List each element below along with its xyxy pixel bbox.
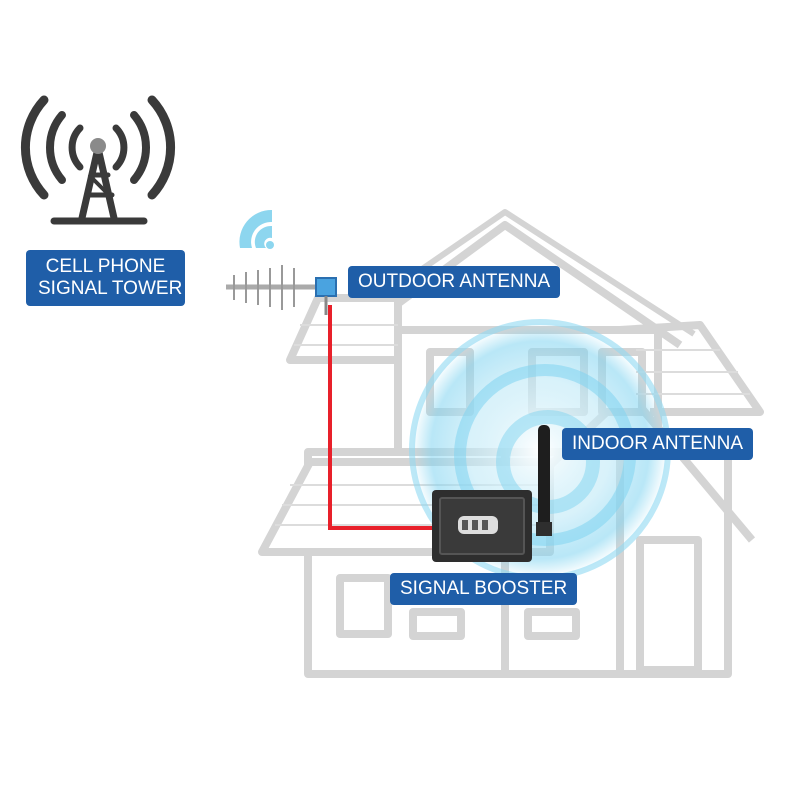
tower-label-line-2: SIGNAL TOWER (38, 278, 183, 299)
cell-phone-signal-tower-label: CELL PHONE SIGNAL TOWER (26, 250, 185, 306)
wifi-signal-icon (239, 209, 274, 249)
outdoor-antenna-icon (226, 265, 337, 315)
signal-booster-device (432, 490, 532, 562)
coax-cable (328, 305, 432, 530)
tower-beacon-icon (90, 138, 106, 154)
indoor-antenna-icon (536, 425, 552, 536)
indoor-antenna-label: INDOOR ANTENNA (562, 428, 754, 460)
signal-booster-label: SIGNAL BOOSTER (390, 573, 578, 605)
tower-label-line-1: CELL PHONE (45, 256, 166, 277)
cell-tower-icon (21, 95, 175, 225)
outdoor-antenna-label: OUTDOOR ANTENNA (348, 266, 561, 298)
